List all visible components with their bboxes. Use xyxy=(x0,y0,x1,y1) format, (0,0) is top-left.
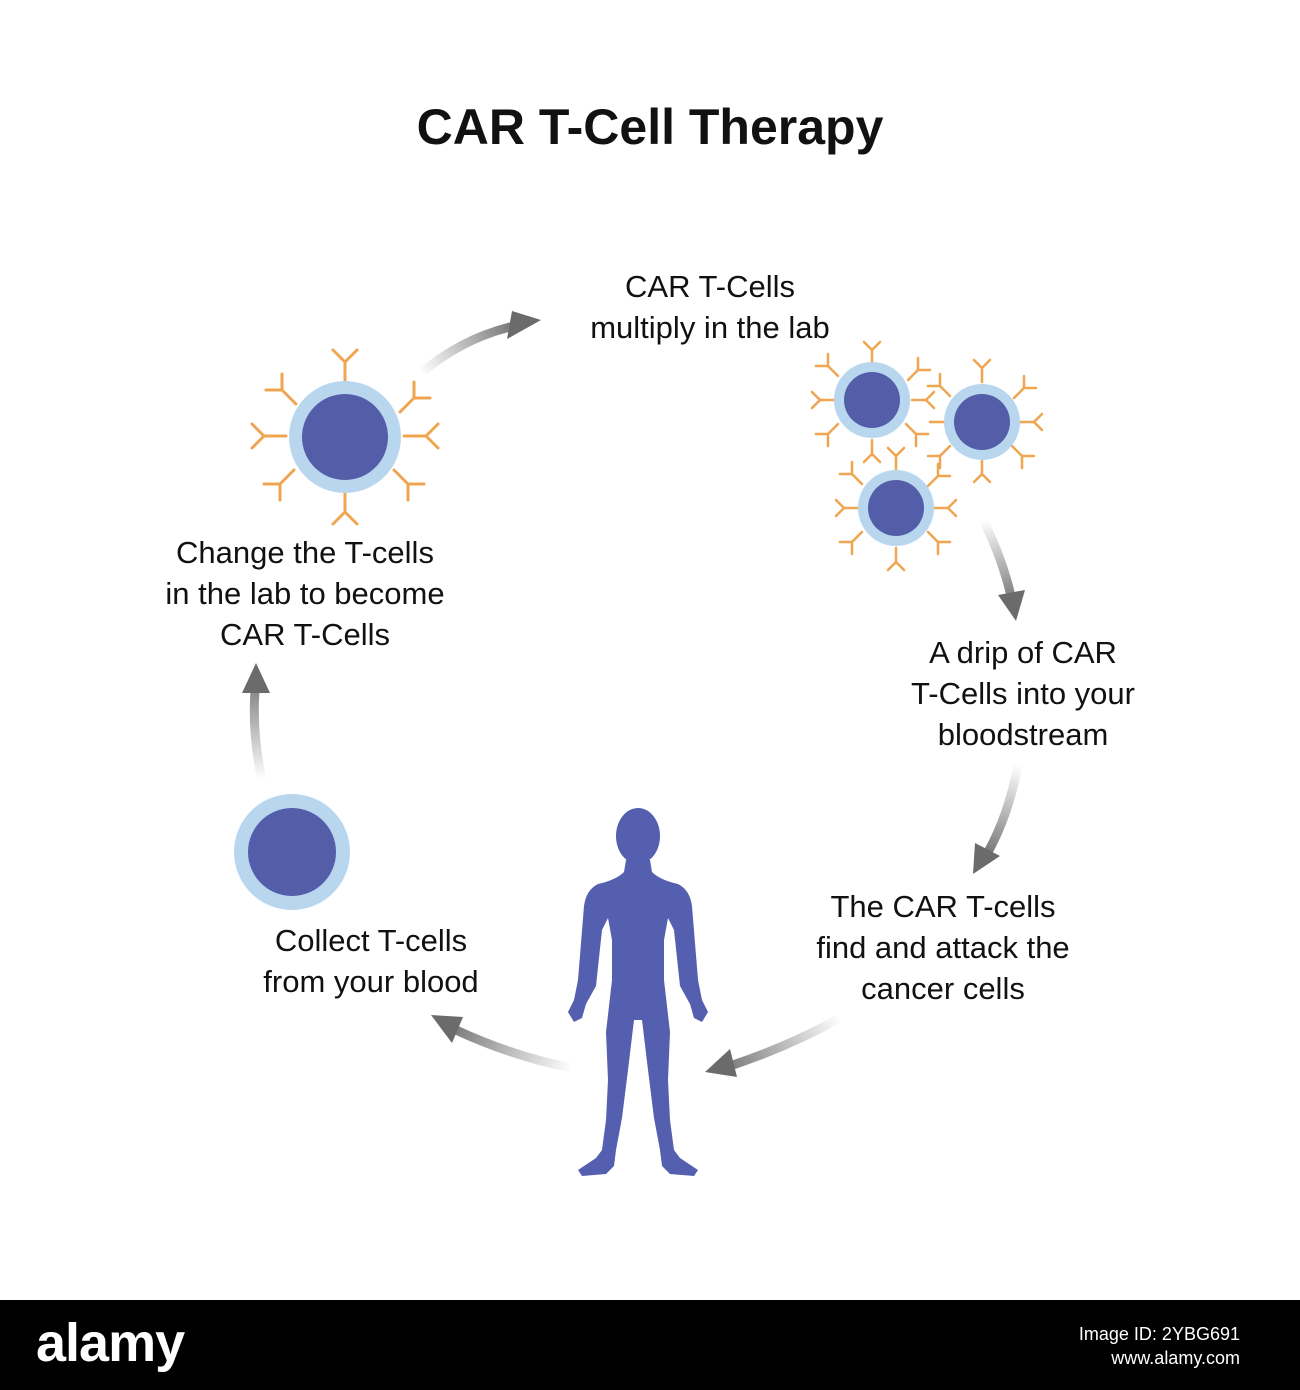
arrow-icon xyxy=(705,1013,845,1077)
arrow-icon xyxy=(242,663,270,785)
page-title: CAR T-Cell Therapy xyxy=(416,99,884,155)
step-text: bloodstream xyxy=(937,717,1109,752)
arrow-icon xyxy=(979,517,1025,621)
arrow-icon xyxy=(973,761,1023,874)
step-label-drip: A drip of CAR T-Cells into your bloodstr… xyxy=(860,632,1186,755)
arrow-icon xyxy=(431,1015,577,1073)
step-text: Collect T-cells xyxy=(274,923,468,958)
watermark-logo: alamy xyxy=(36,1313,185,1373)
step-text: The CAR T-cells xyxy=(830,889,1056,924)
step-label-collect: Collect T-cells from your blood xyxy=(216,920,526,1002)
step-label-attack: The CAR T-cells find and attack the canc… xyxy=(768,886,1118,1009)
step-text: CAR T-Cells xyxy=(220,617,390,652)
car-t-cell-cluster-icon xyxy=(810,340,1044,572)
step-text: from your blood xyxy=(263,964,479,999)
step-text: in the lab to become xyxy=(165,576,445,611)
step-text: T-Cells into your xyxy=(911,676,1135,711)
step-text: CAR T-Cells xyxy=(625,269,795,304)
image-id-block: Image ID: 2YBG691 www.alamy.com xyxy=(1079,1322,1240,1370)
step-text: find and attack the xyxy=(816,930,1070,965)
t-cell-icon xyxy=(234,794,350,910)
human-body-icon xyxy=(568,808,708,1176)
site-url: www.alamy.com xyxy=(1111,1348,1240,1368)
arrow-icon xyxy=(415,311,541,379)
step-text: cancer cells xyxy=(861,971,1025,1006)
step-text: A drip of CAR xyxy=(929,635,1117,670)
cycle-diagram xyxy=(234,311,1044,1176)
watermark-footer: alamy Image ID: 2YBG691 www.alamy.com xyxy=(0,1300,1300,1390)
car-t-cell-icon xyxy=(250,348,440,526)
step-text: multiply in the lab xyxy=(590,310,830,345)
step-label-multiply: CAR T-Cells multiply in the lab xyxy=(540,266,880,348)
step-label-change: Change the T-cells in the lab to become … xyxy=(110,532,500,655)
step-text: Change the T-cells xyxy=(176,535,434,570)
image-id: Image ID: 2YBG691 xyxy=(1078,1324,1240,1344)
